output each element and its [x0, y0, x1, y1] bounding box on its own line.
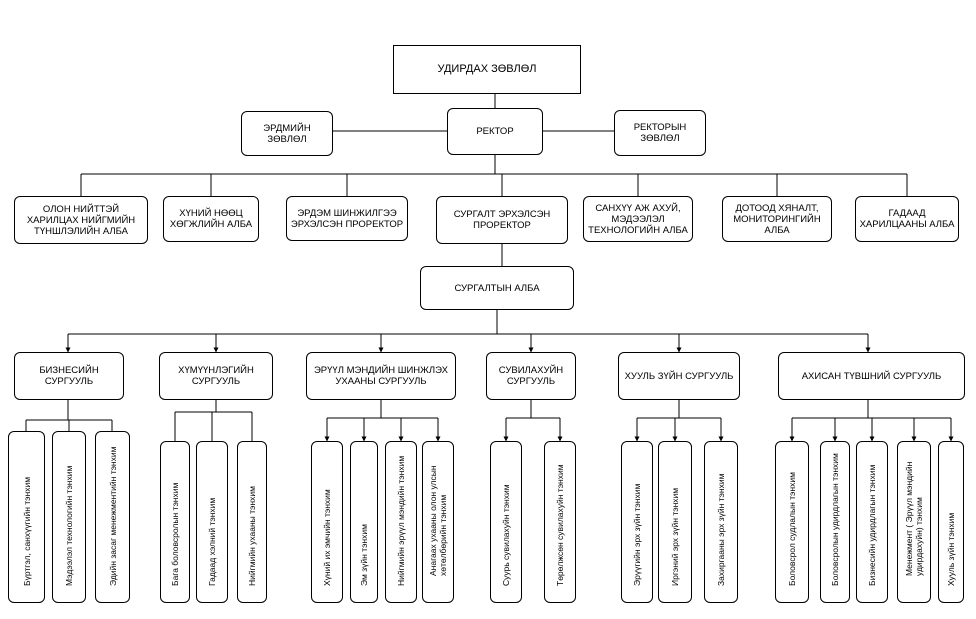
department-label: Эм зүйн тэнхим: [359, 524, 369, 586]
public-relations-office-box: ОЛОН НИЙТТЭЙ ХАРИЛЦАХ НИЙГМИЙН ТҮНШЛЭЛИЙ…: [14, 196, 148, 244]
rector-box: РЕКТОР: [447, 108, 543, 155]
department-box: Бизнесийн удирдлагын тэнхим: [856, 441, 888, 603]
department-label: Анагаах ухааны олон улсын хөтөлбөрийн тэ…: [428, 465, 448, 576]
department-box: Хууль зүйн тэнхим: [938, 441, 964, 603]
finance-it-office-box: САНХҮҮ АЖ АХУЙ, МЭДЭЭЛЭЛ ТЕХНОЛОГИЙН АЛБ…: [583, 196, 693, 242]
department-label: Эрүүгийн эрх зүйн тэнхим: [632, 483, 642, 586]
school-box-1: БИЗНЕСИЙН СУРГУУЛЬ: [14, 352, 124, 400]
department-box: Захиргааны эрх зүйн тэнхим: [704, 441, 738, 603]
school-box-3: ЭРҮҮЛ МЭНДИЙН ШИНЖЛЭХ УХААНЫ СУРГУУЛЬ: [306, 352, 456, 400]
department-label: Суурь сувилахуйн тэнхим: [501, 484, 511, 586]
department-box: Бага боловсролын тэнхим: [160, 441, 190, 603]
department-label: Нийгмийн эрүүл мэндийн тэнхим: [396, 455, 406, 586]
foreign-relations-office-box: ГАДААД ХАРИЛЦААНЫ АЛБА: [855, 196, 959, 242]
department-label: Боловсрол судлалын тэнхим: [787, 472, 797, 586]
department-box: Эм зүйн тэнхим: [350, 441, 378, 603]
department-box: Хүний их эмчийн тэнхим: [311, 441, 343, 603]
rector-council-box: РЕКТОРЫН ЗӨВЛӨЛ: [614, 110, 706, 156]
department-box: Эдийн засаг менежментийн тэнхим: [95, 431, 130, 603]
department-label: Бага боловсролын тэнхим: [170, 482, 180, 586]
internal-control-office-box: ДОТООД ХЯНАЛТ, МОНИТОРИНГИЙН АЛБА: [722, 196, 832, 242]
department-box: Нийгмийн эрүүл мэндийн тэнхим: [385, 441, 417, 603]
department-box: Мэдээлэл технологийн тэнхим: [52, 431, 86, 603]
department-label: Менежмент ( Эрүүл мэндийн удирдахуйн) тэ…: [904, 461, 924, 576]
department-label: Төрөлжсөн сувилахуйн тэнхим: [555, 464, 565, 586]
department-label: Мэдээлэл технологийн тэнхим: [64, 465, 74, 586]
department-label: Иргэний эрх зүйн тэнхим: [670, 487, 680, 586]
department-box: Анагаах ухааны олон улсын хөтөлбөрийн тэ…: [422, 441, 454, 603]
department-label: Хууль зүйн тэнхим: [946, 512, 956, 586]
department-label: Боловсролын удирдлагын тэнхим: [830, 453, 840, 586]
department-box: Менежмент ( Эрүүл мэндийн удирдахуйн) тэ…: [897, 441, 931, 603]
department-box: Суурь сувилахуйн тэнхим: [490, 441, 522, 603]
academic-council-box: ЭРДМИЙН ЗӨВЛӨЛ: [241, 111, 333, 156]
department-box: Бүртгэл, санхүүгийн тэнхим: [8, 431, 45, 603]
department-box: Боловсрол судлалын тэнхим: [775, 441, 809, 603]
training-office-box: СУРГАЛТЫН АЛБА: [420, 266, 574, 310]
department-label: Захиргааны эрх зүйн тэнхим: [716, 473, 726, 586]
department-box: Эрүүгийн эрх зүйн тэнхим: [621, 441, 653, 603]
hr-office-box: ХҮНИЙ НӨӨЦ ХӨГЖЛИЙН АЛБА: [163, 196, 259, 242]
academic-vice-rector-box: СУРГАЛТ ЭРХЭЛСЭН ПРОРЕКТОР: [436, 196, 568, 244]
department-label: Нийгмийн ухааны тэнхим: [247, 486, 257, 586]
research-vice-rector-box: ЭРДЭМ ШИНЖИЛГЭЭ ЭРХЭЛСЭН ПРОРЕКТОР: [286, 196, 408, 241]
department-label: Бизнесийн удирдлагын тэнхим: [867, 464, 877, 586]
department-label: Гадаад хэлний тэнхим: [207, 497, 217, 586]
department-box: Нийгмийн ухааны тэнхим: [237, 441, 267, 603]
department-label: Эдийн засаг менежментийн тэнхим: [107, 446, 118, 586]
school-box-5: ХУУЛЬ ЗҮЙН СУРГУУЛЬ: [618, 352, 740, 400]
department-box: Гадаад хэлний тэнхим: [196, 441, 228, 603]
department-box: Боловсролын удирдлагын тэнхим: [820, 441, 850, 603]
department-box: Иргэний эрх зүйн тэнхим: [658, 441, 692, 603]
school-box-2: ХҮМҮҮНЛЭГИЙН СУРГУУЛЬ: [159, 352, 273, 400]
department-label: Хүний их эмчийн тэнхим: [322, 489, 332, 586]
board-box: УДИРДАХ ЗӨВЛӨЛ: [393, 45, 581, 94]
school-box-6: АХИСАН ТҮВШНИЙ СУРГУУЛЬ: [778, 352, 965, 400]
department-box: Төрөлжсөн сувилахуйн тэнхим: [544, 441, 576, 603]
department-label: Бүртгэл, санхүүгийн тэнхим: [21, 476, 32, 586]
school-box-4: СУВИЛАХУЙН СУРГУУЛЬ: [486, 352, 576, 400]
